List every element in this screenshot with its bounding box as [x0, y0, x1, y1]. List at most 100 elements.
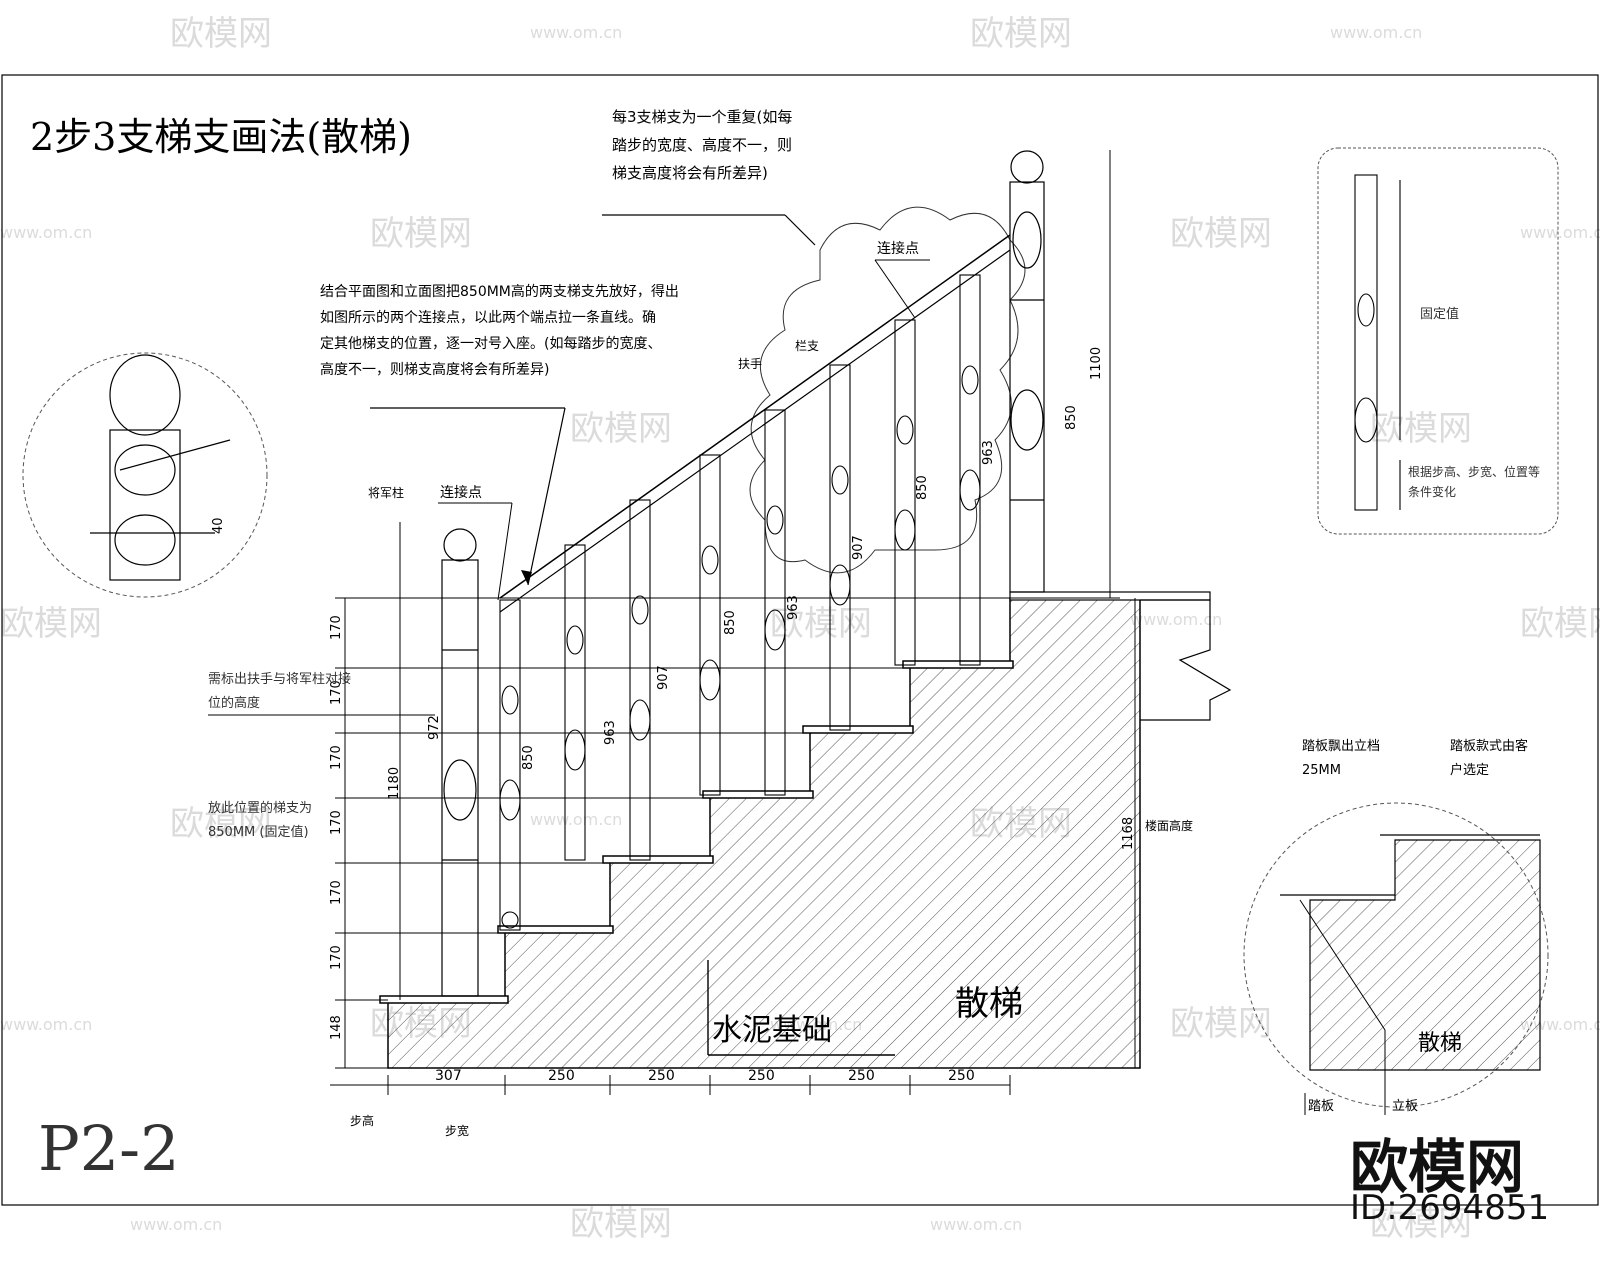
sheet-id: P2-2	[38, 1112, 180, 1185]
wm-url: www.om.cn	[0, 1015, 92, 1034]
svg-text:170: 170	[329, 880, 344, 905]
svg-text:定其他梯支的位置，逐一对号入座。(如每踏步的宽度、: 定其他梯支的位置，逐一对号入座。(如每踏步的宽度、	[320, 335, 661, 352]
svg-text:1168: 1168	[1121, 817, 1136, 850]
baluster	[829, 364, 851, 731]
label-foundation: 水泥基础	[712, 1013, 832, 1048]
wm-brand: 欧模网	[170, 804, 272, 844]
baluster	[629, 499, 651, 861]
wm-brand: 欧模网	[370, 214, 472, 254]
svg-text:170: 170	[329, 745, 344, 770]
dims-horizontal	[330, 1075, 1011, 1095]
wm-brand: 欧模网	[570, 1204, 672, 1244]
wm-brand: 欧模网	[970, 14, 1072, 54]
svg-text:170: 170	[329, 615, 344, 640]
svg-text:需标出扶手与将军柱对接: 需标出扶手与将军柱对接	[208, 671, 351, 687]
wm-brand: 欧模网	[170, 14, 272, 54]
balusters	[499, 274, 981, 931]
detail-tread-label: 踏板	[1308, 1099, 1334, 1114]
drawing-labels: 连接点 连接点 将军柱 扶手 栏支 水泥基础 散梯 楼面高度 步高 步宽	[350, 240, 1193, 1138]
dims-vertical	[335, 597, 1120, 1069]
baluster	[894, 319, 916, 666]
label-baluster: 栏支	[795, 338, 819, 353]
svg-text:850MM (固定值): 850MM (固定值)	[208, 824, 309, 840]
svg-text:850: 850	[521, 745, 536, 770]
svg-text:高度不一，则梯支高度将会有所差异): 高度不一，则梯支高度将会有所差异)	[320, 361, 549, 378]
label-stair: 散梯	[955, 984, 1023, 1024]
wm-brand: 欧模网	[1170, 214, 1272, 254]
baluster	[699, 454, 721, 796]
dims-horizontal-labels: 307 250 250 250 250 250	[435, 1068, 975, 1084]
wm-brand: 欧模网	[770, 604, 872, 644]
drawing-title: 2步3支梯支画法(散梯)	[30, 115, 412, 159]
svg-text:25MM: 25MM	[1302, 763, 1341, 778]
brand-id: ID:2694851	[1350, 1188, 1550, 1228]
svg-text:907: 907	[851, 535, 866, 560]
svg-text:放此位置的梯支为: 放此位置的梯支为	[208, 800, 312, 816]
label-connect-lower: 连接点	[440, 484, 482, 501]
wm-brand: 欧模网	[1520, 604, 1600, 644]
svg-text:907: 907	[656, 665, 671, 690]
svg-text:963: 963	[603, 720, 618, 745]
detail-stair-label: 散梯	[1418, 1031, 1462, 1056]
wm-url: www.om.cn	[930, 1215, 1022, 1234]
tread-note-a: 踏板飘出立档 25MM	[1302, 739, 1380, 778]
wm-url: www.om.cn	[1330, 23, 1422, 42]
wm-url: www.om.cn	[530, 810, 622, 829]
revision-cloud	[749, 206, 1026, 574]
baluster	[499, 599, 521, 931]
svg-text:963: 963	[981, 440, 996, 465]
newel-post-upper	[1009, 150, 1045, 593]
detail-box-right	[1317, 147, 1559, 535]
detail-riser-label: 立板	[1392, 1099, 1418, 1114]
detail-circle-tread	[1243, 802, 1549, 1108]
label-step-width: 步宽	[445, 1123, 469, 1138]
handrail	[499, 234, 1011, 599]
dims-misc: 1180 972 850 963 907 850 963 907 850 963…	[211, 150, 1136, 1068]
note-main: 结合平面图和立面图把850MM高的两支梯支先放好，得出 如图所示的两个连接点，以…	[320, 283, 679, 378]
wm-brand: 欧模网	[1370, 409, 1472, 449]
svg-text:1100: 1100	[1089, 347, 1104, 380]
svg-text:1180: 1180	[387, 767, 402, 800]
treads	[379, 660, 1014, 1004]
detail-baluster	[1354, 174, 1401, 511]
detail-vary-label: 根据步高、步宽、位置等 条件变化	[1408, 464, 1540, 499]
svg-text:148: 148	[329, 1015, 344, 1040]
baluster	[564, 544, 586, 861]
wm-url: www.om.cn	[530, 23, 622, 42]
svg-text:踏板款式由客: 踏板款式由客	[1450, 738, 1528, 754]
label-floor-height: 楼面高度	[1145, 818, 1193, 833]
brand-logo: 欧模网	[1350, 1133, 1525, 1201]
label-step-height: 步高	[350, 1113, 374, 1128]
svg-text:850: 850	[915, 475, 930, 500]
svg-text:根据步高、步宽、位置等: 根据步高、步宽、位置等	[1408, 464, 1540, 479]
wm-url: www.om.cn	[0, 223, 92, 242]
wm-brand: 欧模网	[1370, 1204, 1472, 1244]
label-connect-upper: 连接点	[877, 240, 919, 257]
svg-text:梯支高度将会有所差异): 梯支高度将会有所差异)	[612, 164, 768, 182]
tread-note-b: 踏板款式由客 户选定	[1450, 738, 1528, 778]
label-newel: 将军柱	[368, 485, 404, 500]
note-left-b: 放此位置的梯支为 850MM (固定值)	[208, 800, 312, 840]
svg-text:850: 850	[723, 610, 738, 635]
svg-text:170: 170	[329, 945, 344, 970]
wm-brand: 欧模网	[570, 409, 672, 449]
svg-text:250: 250	[548, 1068, 575, 1084]
wm-brand: 欧模网	[0, 604, 102, 644]
detail-newel-top	[90, 354, 231, 581]
note-top: 每3支梯支为一个重复(如每 踏步的宽度、高度不一，则 梯支高度将会有所差异)	[612, 108, 792, 182]
svg-text:结合平面图和立面图把850MM高的两支梯支先放好，得出: 结合平面图和立面图把850MM高的两支梯支先放好，得出	[320, 283, 679, 300]
svg-text:170: 170	[329, 810, 344, 835]
detail-fixed-label: 固定值	[1420, 306, 1459, 322]
svg-text:位的高度: 位的高度	[208, 695, 260, 711]
svg-text:户选定: 户选定	[1450, 762, 1489, 778]
svg-text:850: 850	[1064, 405, 1079, 430]
svg-text:250: 250	[848, 1068, 875, 1084]
svg-text:170: 170	[329, 680, 344, 705]
svg-text:250: 250	[648, 1068, 675, 1084]
svg-text:每3支梯支为一个重复(如每: 每3支梯支为一个重复(如每	[612, 108, 792, 126]
detail-tread-section	[1309, 839, 1541, 1071]
svg-text:250: 250	[748, 1068, 775, 1084]
svg-text:40: 40	[211, 517, 226, 534]
svg-text:250: 250	[948, 1068, 975, 1084]
